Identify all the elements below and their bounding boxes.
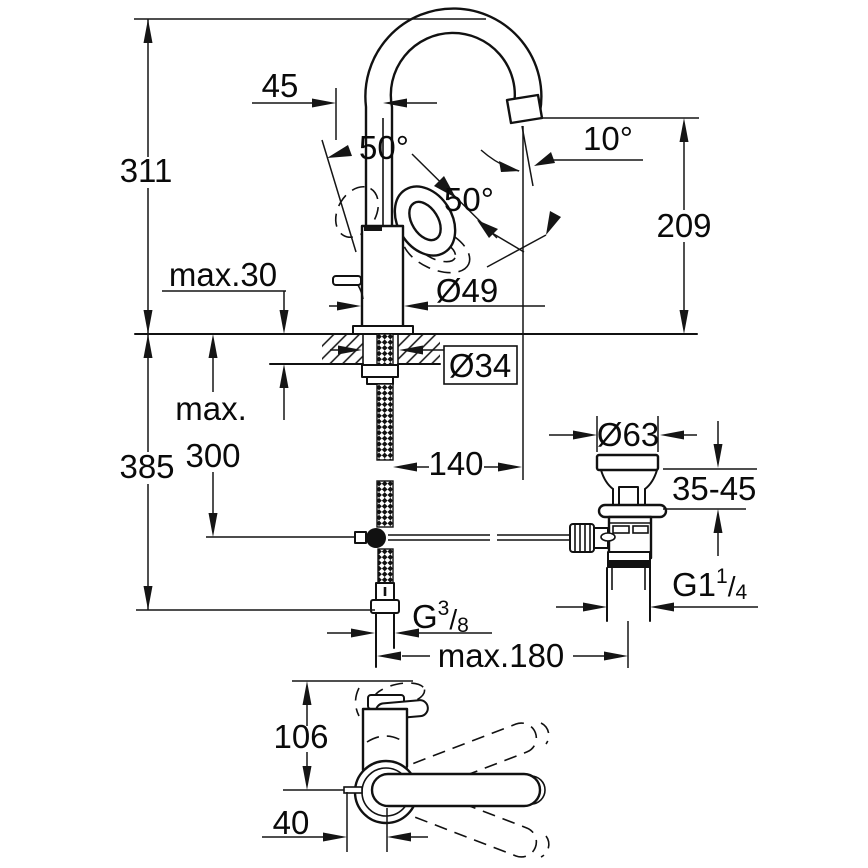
dimension-arrows — [143, 19, 723, 842]
mounting-hardware — [361, 333, 400, 668]
dim-spout-offset: 45 — [262, 67, 299, 104]
spout-swivel-down — [402, 786, 538, 858]
faucet-body — [332, 224, 414, 335]
dim-waste-top-diameter: Ø63 — [597, 416, 659, 453]
ball-joint — [366, 528, 386, 548]
dim-handle-swing-second: 50° — [444, 181, 494, 218]
flexible-hose — [376, 383, 394, 461]
dim-max-deck-thickness: max.30 — [169, 256, 277, 293]
mounting-nut — [361, 364, 399, 378]
boxed-dimension-frame — [443, 345, 518, 385]
aerator — [505, 93, 544, 125]
top-view — [343, 682, 550, 858]
dimension-lines — [134, 18, 758, 852]
dim-below-deck-depth: 385 — [119, 448, 174, 485]
supply-nut — [370, 599, 400, 614]
dim-hole-diameter: Ø34 — [449, 347, 511, 384]
pop-up-waste — [569, 453, 668, 622]
dimension-labels: 311 45 50° 50° 10° 209 max.30 Ø49 Ø34 ma… — [119, 67, 756, 841]
dim-spout-height: 209 — [656, 207, 711, 244]
dim-top-view-depth: 106 — [273, 718, 328, 755]
dim-body-diameter: Ø49 — [436, 272, 498, 309]
dim-spout-reach: 140 — [428, 445, 483, 482]
base-flange — [352, 325, 414, 335]
dim-deck-range: 35-45 — [672, 470, 756, 507]
dim-max-rod-reach: max.180 — [438, 637, 565, 674]
dim-hose-max-value: 300 — [185, 437, 240, 474]
dim-hose-max-prefix: max. — [175, 390, 247, 427]
spout-top-view — [370, 772, 542, 808]
waste-flange — [597, 503, 668, 519]
dim-handle-swing-first: 50° — [359, 129, 409, 166]
dim-overall-height: 311 — [120, 152, 173, 189]
dim-stream-angle: 10° — [583, 120, 633, 157]
dim-supply-thread: G3/8 — [412, 597, 469, 637]
spout — [364, 7, 544, 230]
waste-plug-top — [595, 453, 660, 472]
dim-top-view-offset: 40 — [273, 804, 310, 841]
pop-up-linkage — [206, 528, 571, 548]
pop-up-rod-knob — [332, 275, 362, 286]
dim-waste-thread: G11/4 — [672, 565, 748, 604]
